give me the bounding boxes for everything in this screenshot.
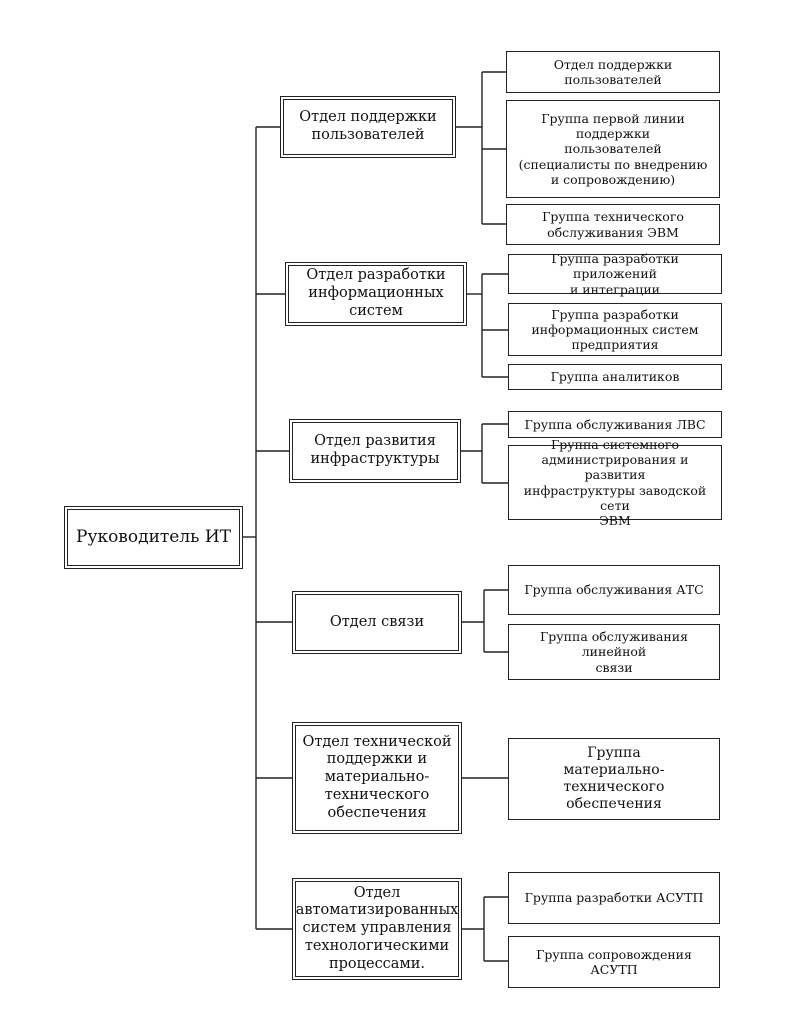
group-node: Группа обслуживания линейной связи (508, 624, 720, 680)
department-is-development: Отдел разработки информационных систем (285, 262, 467, 326)
root-node: Руководитель ИТ (64, 506, 243, 569)
group-node: Группа технического обслуживания ЭВМ (506, 204, 720, 245)
department-technical-support: Отдел технической поддержки и материальн… (292, 722, 462, 834)
group-node: Группа системного администрирования и ра… (508, 437, 722, 528)
group-node: Группа обслуживания ЛВС (508, 411, 722, 438)
group-node: Группа разработки информационных систем … (508, 303, 722, 356)
department-user-support: Отдел поддержки пользователей (280, 96, 456, 158)
group-node: Группа первой линии поддержки пользовате… (506, 100, 720, 198)
group-node: Группа разработки АСУТП (508, 872, 720, 924)
group-node: Группа аналитиков (508, 364, 722, 390)
group-node: Группа разработки приложений и интеграци… (508, 251, 722, 297)
department-communications: Отдел связи (292, 591, 462, 654)
department-process-automation: Отдел автоматизированных систем управлен… (292, 878, 462, 980)
group-node: Группа материально- технического обеспеч… (508, 738, 720, 820)
department-infrastructure: Отдел развития инфраструктуры (289, 419, 461, 483)
group-node: Отдел поддержки пользователей (506, 51, 720, 93)
group-node: Группа обслуживания АТС (508, 565, 720, 615)
group-node: Группа сопровождения АСУТП (508, 936, 720, 988)
